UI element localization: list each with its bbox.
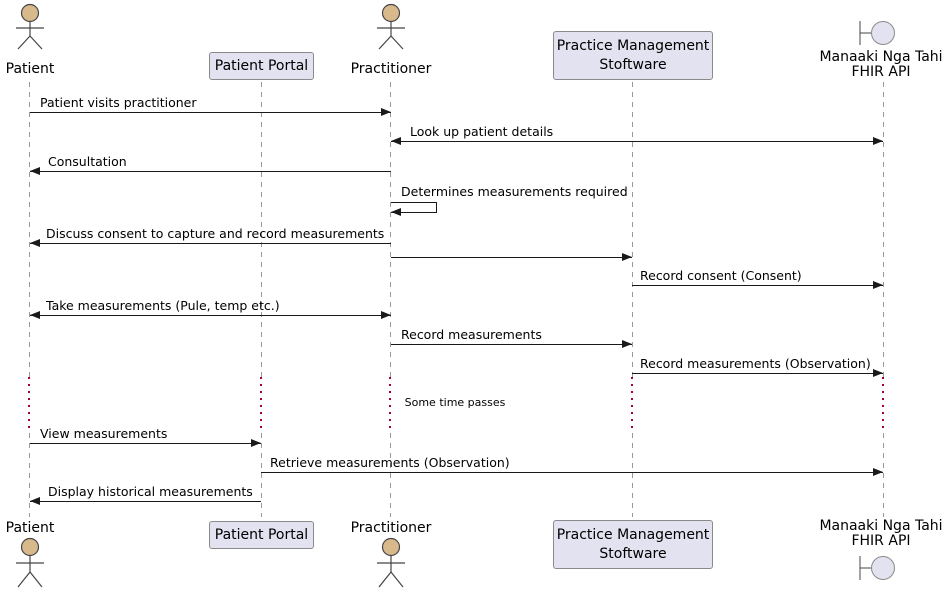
participant-label-line1: Practice Management: [556, 38, 710, 55]
message-label: Patient visits practitioner: [40, 95, 197, 110]
message-line: [391, 344, 632, 345]
arrowhead-left-icon: [30, 497, 40, 505]
lifeline-patient-bottom: [29, 433, 30, 517]
message-line: [30, 315, 391, 316]
arrowhead-right-icon: [381, 108, 391, 116]
lifeline-practitioner-delay: [389, 377, 391, 433]
arrowhead-left-icon: [30, 167, 40, 175]
actor-icon: [377, 3, 405, 50]
message-label: Consultation: [48, 154, 127, 169]
message-label: Record measurements (Observation): [640, 356, 871, 371]
participant-label-line2: Stoftware: [599, 545, 667, 562]
arrowhead-right-icon: [873, 137, 883, 145]
participant-label: Practitioner: [350, 520, 432, 536]
message-line: [30, 443, 261, 444]
participant-label-line1: Practice Management: [556, 527, 710, 544]
delay-text: Some time passes: [404, 396, 506, 409]
participant-label-line2: FHIR API: [851, 533, 911, 549]
arrowhead-right-icon: [873, 369, 883, 377]
arrowhead-right-icon: [381, 311, 391, 319]
message-line: [30, 171, 391, 172]
participant-label-line1: Manaaki Nga Tahi: [819, 518, 943, 534]
message-label: Display historical measurements: [48, 484, 253, 499]
message-label: Record measurements: [401, 327, 542, 342]
lifeline-patient-top: [29, 82, 30, 377]
lifeline-portal-delay: [260, 377, 262, 433]
arrowhead-left-icon: [30, 311, 40, 319]
participant-label-line2: FHIR API: [851, 64, 911, 80]
message-line: [30, 112, 391, 113]
arrowhead-left-icon: [391, 208, 401, 216]
participant-box: Patient Portal: [209, 52, 314, 80]
participant-label-line1: Manaaki Nga Tahi: [819, 49, 943, 65]
participant-label: Patient Portal: [214, 526, 309, 543]
lifeline-pms-bottom: [632, 433, 633, 517]
participant-label-line2: Stoftware: [599, 56, 667, 73]
lifeline-practitioner-bottom: [390, 433, 391, 517]
participant-label: Practitioner: [350, 61, 432, 77]
actor-icon: [16, 537, 44, 588]
lifeline-patient-delay: [28, 377, 30, 433]
actor-icon: [377, 537, 405, 588]
message-label: Retrieve measurements (Observation): [270, 455, 510, 470]
participant-box: Practice Management Stoftware: [553, 31, 713, 80]
lifeline-practitioner-top: [390, 82, 391, 377]
participant-label: Patient: [5, 520, 55, 536]
message-label: Record consent (Consent): [640, 268, 802, 283]
lifeline-pms-delay: [631, 377, 633, 433]
message-line: [391, 141, 883, 142]
arrowhead-right-icon: [873, 281, 883, 289]
participant-box: Patient Portal: [209, 521, 314, 549]
message-line: [261, 472, 883, 473]
arrowhead-right-icon: [622, 253, 632, 261]
actor-icon: [16, 3, 44, 50]
message-label: Discuss consent to capture and record me…: [46, 226, 385, 241]
arrowhead-right-icon: [622, 340, 632, 348]
lifeline-portal-top: [261, 82, 262, 377]
arrowhead-right-icon: [873, 468, 883, 476]
lifeline-portal-bottom: [261, 433, 262, 517]
participant-box: Practice Management Stoftware: [553, 520, 713, 569]
message-label: Determines measurements required: [401, 184, 628, 199]
message-line: [30, 501, 261, 502]
message-line: [632, 285, 883, 286]
arrowhead-left-icon: [30, 239, 40, 247]
arrowhead-left-icon: [391, 137, 401, 145]
participant-label: Patient: [5, 61, 55, 77]
message-label: Take measurements (Pule, temp etc.): [46, 298, 280, 313]
lifeline-fhir-delay: [882, 377, 884, 433]
participant-label: Patient Portal: [214, 57, 309, 74]
lifeline-pms-top: [632, 82, 633, 377]
message-line: [391, 257, 632, 258]
message-line: [30, 243, 391, 244]
message-label: View measurements: [40, 426, 168, 441]
lifeline-fhir-top: [883, 82, 884, 377]
message-label: Look up patient details: [410, 124, 554, 139]
lifeline-fhir-bottom: [883, 433, 884, 517]
arrowhead-right-icon: [251, 439, 261, 447]
message-line: [632, 373, 883, 374]
boundary-icon: [859, 21, 895, 45]
self-message-loop: [391, 202, 437, 213]
boundary-icon: [859, 556, 895, 580]
